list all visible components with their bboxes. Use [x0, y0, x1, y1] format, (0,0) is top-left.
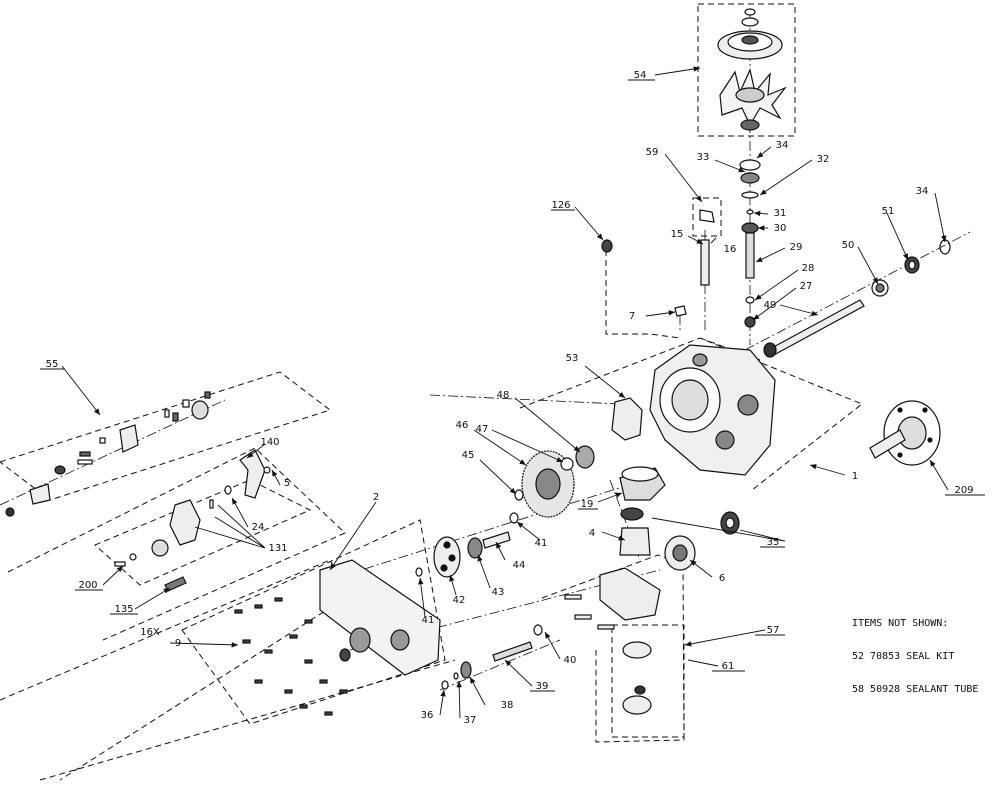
pulley-fan-part [717, 8, 787, 131]
callout-39: 39 [536, 681, 549, 692]
callout-55: 55 [46, 359, 59, 370]
parts [5, 8, 951, 716]
breather-part [601, 239, 613, 253]
item-55-parts [5, 391, 211, 517]
callout-126: 126 [551, 200, 570, 211]
callout-15: 15 [671, 229, 684, 240]
callout-53: 53 [566, 353, 579, 364]
callout-41: 41 [535, 538, 548, 549]
housing-part [649, 344, 776, 476]
callout-57: 57 [767, 625, 780, 636]
callout-48: 48 [497, 390, 510, 401]
gear-42-part [415, 512, 519, 578]
callout-2: 2 [373, 492, 379, 503]
callout-45: 45 [462, 450, 475, 461]
callout-47: 47 [476, 424, 489, 435]
callout-54: 54 [634, 70, 647, 81]
items-not-shown-note: ITEMS NOT SHOWN: 52 70853 SEAL KIT 58 50… [852, 596, 978, 706]
center-section-part [564, 567, 661, 715]
callout-59: 59 [646, 147, 659, 158]
callout-40: 40 [564, 655, 577, 666]
leader-lines [61, 66, 949, 719]
callout-1: 1 [852, 471, 858, 482]
item-7-part [674, 305, 687, 317]
callout-209: 209 [954, 485, 973, 496]
callout-43: 43 [492, 587, 505, 598]
callout-7: 7 [629, 311, 635, 322]
item-59-box [692, 197, 722, 237]
callout-46: 46 [456, 420, 469, 431]
callout-19: 19 [581, 499, 594, 510]
item-57-box [541, 554, 685, 743]
callout-51: 51 [882, 206, 895, 217]
callout-4: 4 [589, 528, 595, 539]
callout-131: 131 [268, 543, 287, 554]
callout-24: 24 [252, 522, 265, 533]
callout-37: 37 [464, 715, 477, 726]
callout-29: 29 [790, 242, 803, 253]
shaft-39-part [441, 624, 543, 690]
item-61-box [611, 624, 685, 738]
cover-box [181, 519, 446, 725]
item-53-part [611, 397, 643, 441]
note-line: 52 70853 SEAL KIT [852, 651, 955, 662]
callout-41b: 41 [422, 615, 435, 626]
cover-part [319, 559, 441, 676]
callout-36: 36 [421, 710, 434, 721]
callout-50: 50 [842, 240, 855, 251]
note-line: 58 50928 SEALANT TUBE [852, 684, 979, 695]
callout-42: 42 [453, 595, 466, 606]
callout-44: 44 [513, 560, 526, 571]
input-shaft-part [699, 159, 761, 328]
callout-32: 32 [817, 154, 830, 165]
callout-34b: 34 [916, 186, 929, 197]
callout-49: 49 [764, 300, 777, 311]
item-55-box [0, 371, 332, 501]
callout-30: 30 [774, 223, 787, 234]
item-140-box [7, 447, 346, 641]
callout-16x: 16X [140, 627, 160, 638]
callout-38: 38 [501, 700, 514, 711]
callout-135: 135 [114, 604, 133, 615]
axis-lines [0, 15, 971, 691]
callout-27: 27 [800, 281, 813, 292]
callout-labels: 54 34 33 32 59 31 30 126 15 16 29 28 27 … [46, 70, 974, 726]
housing-box [519, 337, 863, 491]
linkage-parts [114, 449, 271, 592]
gear-part [514, 445, 595, 518]
callout-28: 28 [802, 263, 815, 274]
callout-35: 35 [767, 537, 780, 548]
callout-200: 200 [78, 580, 97, 591]
note-title: ITEMS NOT SHOWN: [852, 618, 949, 629]
item-126-leader-box [605, 250, 681, 339]
callout-33: 33 [697, 152, 710, 163]
callout-61: 61 [722, 661, 735, 672]
callout-9: 9 [175, 638, 181, 649]
output-shaft-part [763, 239, 951, 358]
hub-part [869, 400, 941, 466]
label-underlines [40, 79, 985, 692]
callout-16: 16 [724, 244, 737, 255]
center-parts [619, 466, 740, 571]
callout-31: 31 [774, 208, 787, 219]
callout-5: 5 [284, 478, 290, 489]
callout-6: 6 [719, 573, 725, 584]
bolts-part [234, 597, 348, 716]
callout-140: 140 [260, 437, 279, 448]
item-131-box [94, 479, 312, 586]
callout-34: 34 [776, 140, 789, 151]
group-boundaries [0, 3, 863, 781]
